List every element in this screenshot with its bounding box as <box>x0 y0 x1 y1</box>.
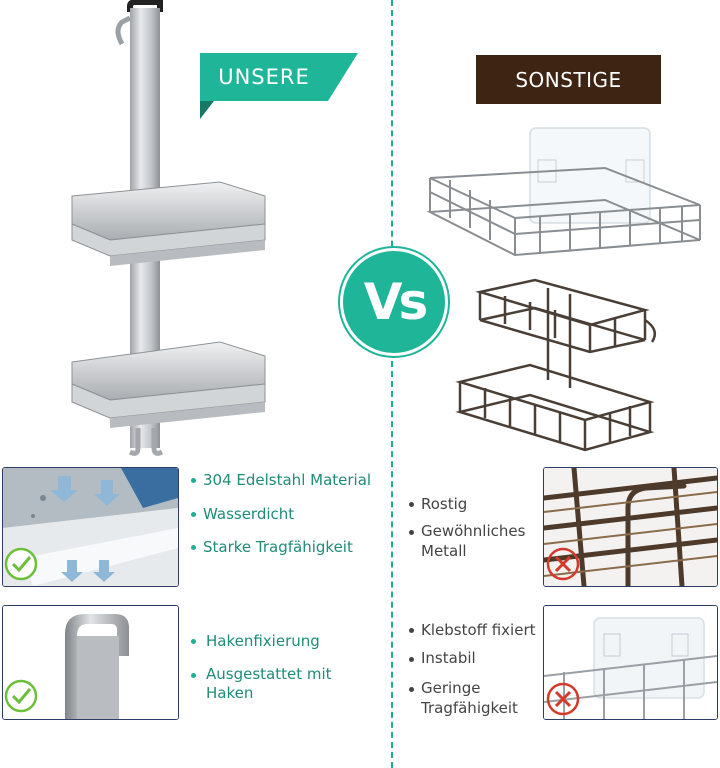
vs-badge: Vs <box>340 248 448 356</box>
ours-feature-material: 304 Edelstahl Material <box>203 471 372 489</box>
bullet-dot <box>191 478 196 483</box>
bullet-dot <box>409 530 414 535</box>
bullet-dot <box>409 657 414 662</box>
product-image-ours <box>71 0 266 456</box>
other-feature-ordinary-2: Metall <box>421 542 467 560</box>
other-feature-low-capacity-1: Geringe <box>421 679 481 697</box>
ours-label: UNSERE <box>218 65 310 89</box>
other-label: SONSTIGE <box>515 67 622 92</box>
ours-feature-equipped-1: Ausgestattet mit <box>206 665 332 683</box>
other-adhesive-panel <box>543 605 718 720</box>
other-feature-ordinary-1: Gewöhnliches <box>421 522 526 540</box>
ours-feature-waterproof: Wasserdicht <box>203 505 295 523</box>
ours-feature-equipped-2: Haken <box>206 684 254 702</box>
other-feature-adhesive: Klebstoff fixiert <box>421 621 536 639</box>
other-feature-rusty: Rostig <box>421 495 468 513</box>
cross-circle-icon <box>546 682 580 716</box>
bullet-dot <box>409 502 414 507</box>
check-circle-icon <box>4 547 38 581</box>
bullet-dot <box>191 639 196 644</box>
other-feature-unstable: Instabil <box>421 649 476 667</box>
bullet-dot <box>191 545 196 550</box>
other-banner: SONSTIGE <box>476 55 661 104</box>
center-divider <box>391 0 393 768</box>
ours-feature-hook-fixing: Hakenfixierung <box>206 632 320 650</box>
vs-label: Vs <box>363 273 429 331</box>
rusty-wire-closeup-image <box>544 468 717 586</box>
other-rust-panel <box>543 467 718 587</box>
bullet-dot <box>191 512 196 517</box>
bullet-dot <box>409 687 414 692</box>
bullet-dot <box>409 628 414 633</box>
check-circle-icon <box>4 679 38 713</box>
product-image-other <box>426 127 701 452</box>
cross-circle-icon <box>546 547 580 581</box>
other-feature-low-capacity-2: Tragfähigkeit <box>421 699 518 717</box>
ours-feature-capacity: Starke Tragfähigkeit <box>203 538 353 556</box>
ours-banner: UNSERE <box>200 53 358 119</box>
adhesive-plate-image <box>544 606 717 719</box>
bullet-dot <box>191 673 196 678</box>
